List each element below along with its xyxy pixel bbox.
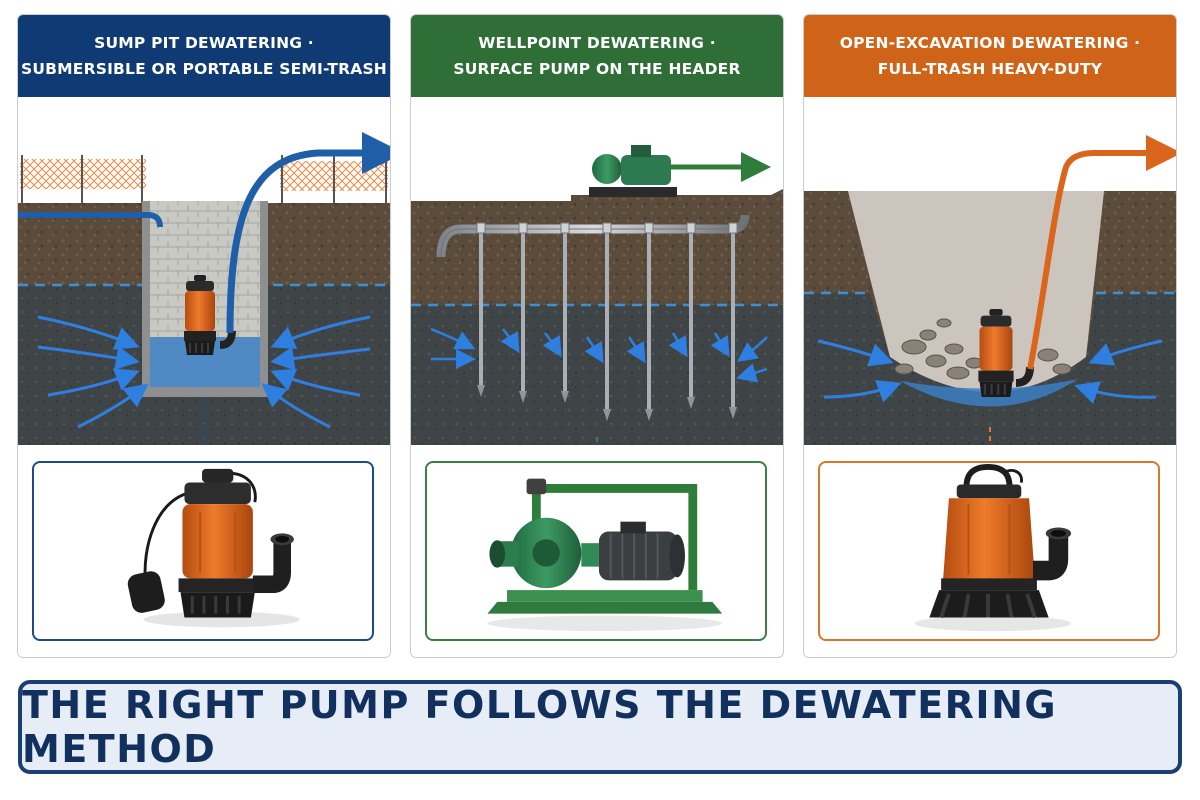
heavy-duty-pump-icon <box>914 463 1072 632</box>
saturated-soil <box>411 305 783 445</box>
sump-pit-scene <box>18 97 390 445</box>
panel-title-line1: SUMP PIT DEWATERING · <box>94 34 314 52</box>
panel-title-line1: OPEN-EXCAVATION DEWATERING · <box>839 34 1141 52</box>
wellpoints <box>476 222 738 421</box>
discharge-hose <box>226 132 390 334</box>
semi-trash-pump-icon <box>127 468 300 628</box>
discharge-hose <box>1027 135 1176 370</box>
product-card-surface-pump <box>425 461 767 641</box>
full-trash-pump-icon <box>977 307 1015 399</box>
centrifugal-pump-icon <box>487 478 723 632</box>
panel-open-excavation: OPEN-EXCAVATION DEWATERING · FULL-TRASH … <box>803 14 1177 658</box>
panel-title-line2: SUBMERSIBLE OR PORTABLE SEMI-TRASH <box>21 60 387 78</box>
inlet-pipe <box>18 212 163 228</box>
product-card-sump-pump <box>32 461 374 641</box>
panel-header-open-excavation: OPEN-EXCAVATION DEWATERING · FULL-TRASH … <box>804 15 1176 97</box>
groundwater-flow-arrows <box>817 339 1163 405</box>
panel-wellpoint: WELLPOINT DEWATERING · SURFACE PUMP ON T… <box>410 14 784 658</box>
panel-title-line2: SURFACE PUMP ON THE HEADER <box>453 60 741 78</box>
saturated-soil <box>804 293 1176 445</box>
surface-pump-icon <box>589 145 771 197</box>
panel-header-sump-pit: SUMP PIT DEWATERING · SUBMERSIBLE OR POR… <box>18 15 390 97</box>
groundwater-flow-arrows <box>37 315 371 429</box>
panel-header-wellpoint: WELLPOINT DEWATERING · SURFACE PUMP ON T… <box>411 15 783 97</box>
banner-text: THE RIGHT PUMP FOLLOWS THE DEWATERING ME… <box>22 683 1058 771</box>
open-excavation-scene <box>804 97 1176 445</box>
product-card-full-trash-pump <box>818 461 1160 641</box>
panel-title-line1: WELLPOINT DEWATERING · <box>478 34 716 52</box>
safety-fence-left <box>20 155 146 203</box>
summary-banner: THE RIGHT PUMP FOLLOWS THE DEWATERING ME… <box>18 680 1182 774</box>
wellpoint-scene <box>411 97 783 445</box>
rubble <box>894 318 1072 380</box>
panel-sump-pit: SUMP PIT DEWATERING · SUBMERSIBLE OR POR… <box>17 14 391 658</box>
groundwater-flow-arrows <box>430 327 768 383</box>
panel-title-line2: FULL-TRASH HEAVY-DUTY <box>877 60 1103 78</box>
submersible-pump-icon <box>183 275 217 355</box>
